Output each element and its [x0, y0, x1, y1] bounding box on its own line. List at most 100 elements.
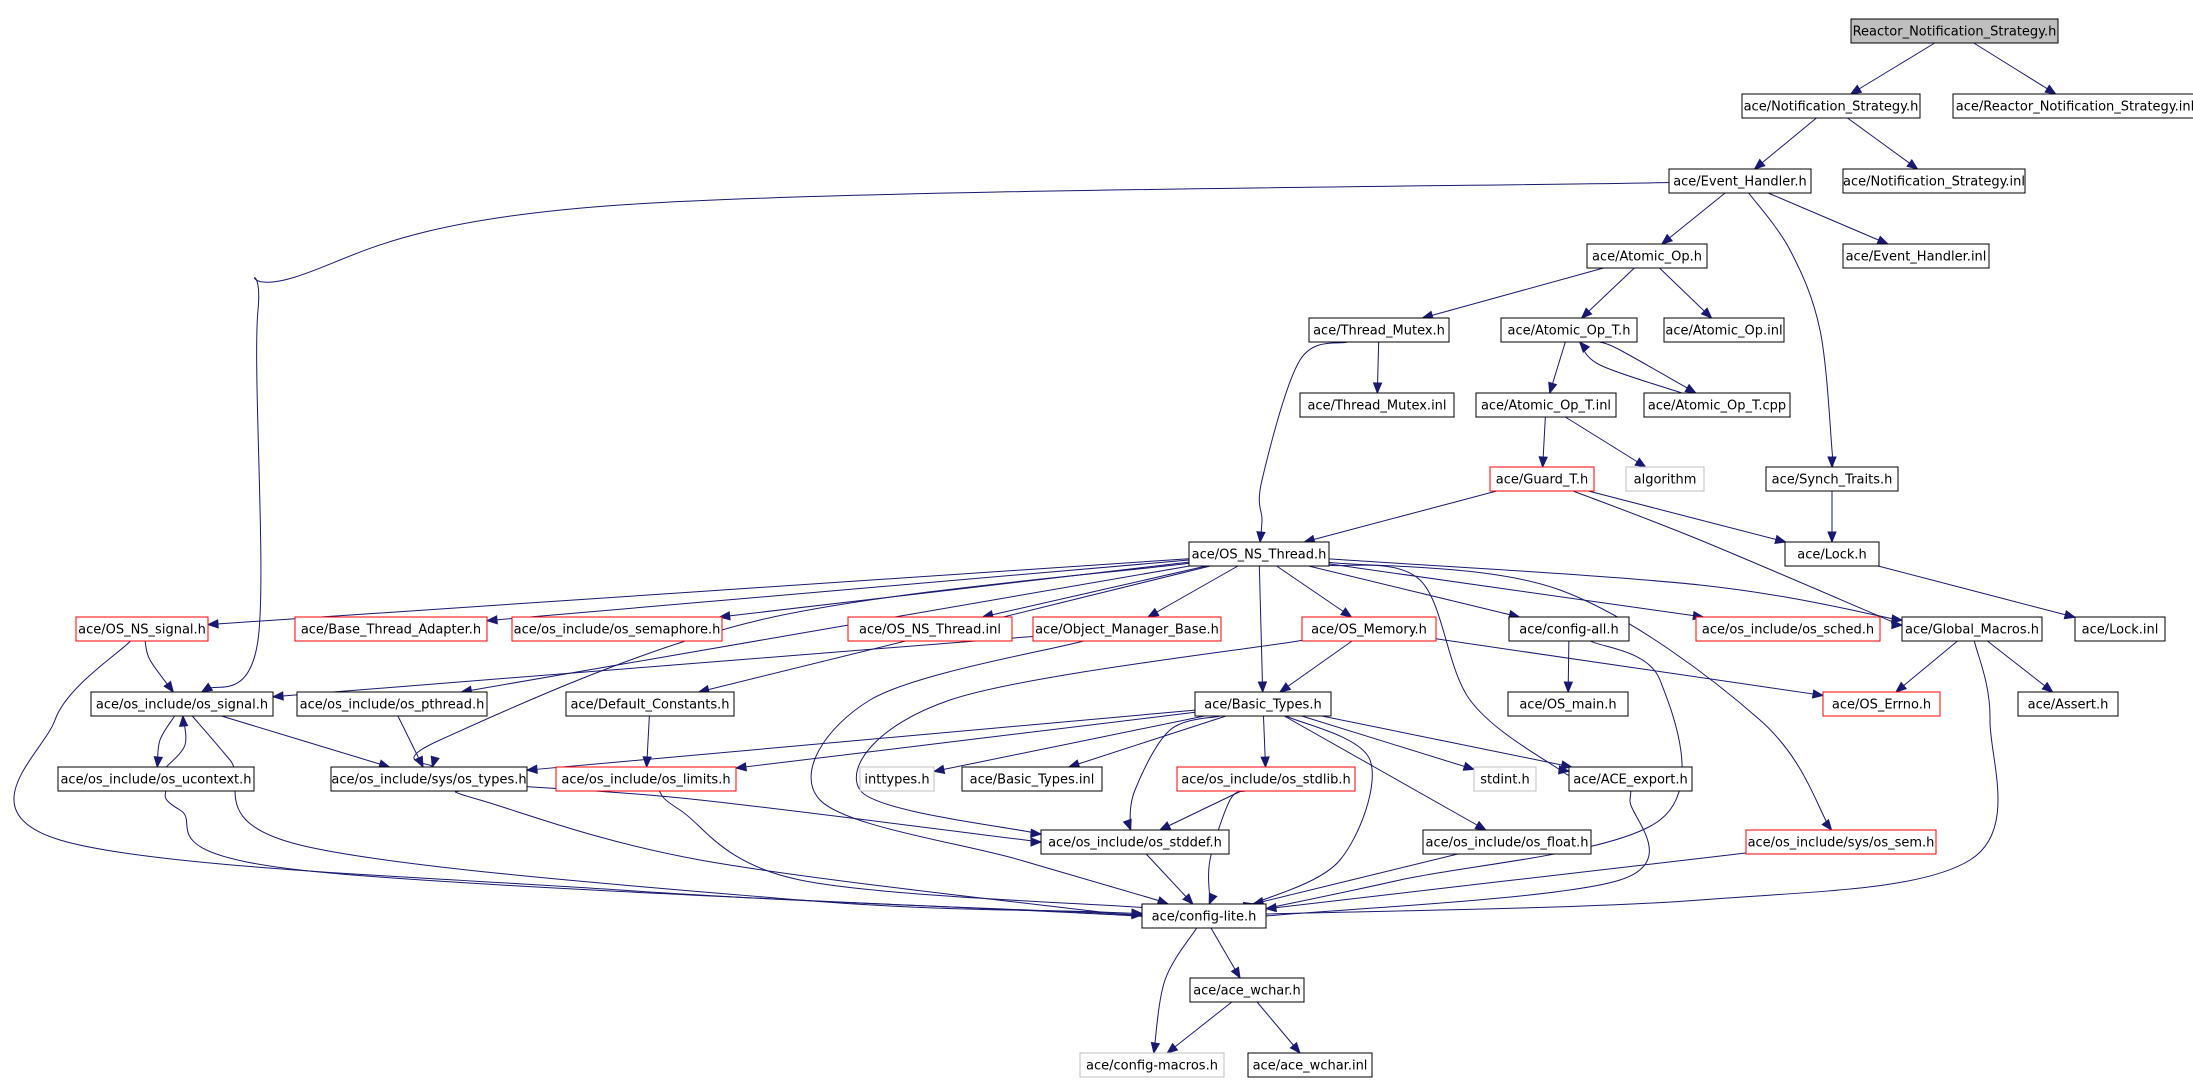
- dependency-edge: [1538, 416, 1548, 469]
- node-atomic-inl[interactable]: ace/Atomic_Op.inl: [1663, 317, 1785, 343]
- node-configall[interactable]: ace/config-all.h: [1508, 616, 1630, 642]
- node-basethread[interactable]: ace/Base_Thread_Adapter.h: [294, 616, 488, 642]
- node-evh-inl[interactable]: ace/Event_Handler.inl: [1842, 243, 1990, 269]
- dependency-edge: [221, 715, 391, 769]
- node-label: ace/OS_NS_signal.h: [78, 623, 206, 638]
- dependency-edge: [485, 559, 1190, 625]
- node-os-signal[interactable]: ace/os_include/os_signal.h: [90, 691, 274, 717]
- edge-line: [855, 639, 1303, 838]
- node-label: ace/Default_Constants.h: [570, 698, 729, 713]
- node-synch[interactable]: ace/Synch_Traits.h: [1765, 466, 1899, 492]
- node-ace-wchar[interactable]: ace/ace_wchar.h: [1189, 977, 1305, 1003]
- dependency-edge: [1659, 267, 1713, 319]
- dependency-edge: [1264, 852, 1747, 913]
- node-label: ace/Lock.inl: [2082, 623, 2159, 638]
- node-box: [1765, 466, 1899, 492]
- dependency-edge: [1827, 490, 1837, 544]
- node-os-sem[interactable]: ace/os_include/os_semaphore.h: [511, 616, 723, 642]
- node-box: [1194, 691, 1332, 717]
- node-assert[interactable]: ace/Assert.h: [2017, 691, 2119, 717]
- edge-line: [1258, 341, 1348, 543]
- edge-arrowhead: [1462, 761, 1476, 771]
- node-box: [1586, 243, 1708, 269]
- node-sys-types[interactable]: ace/os_include/sys/os_types.h: [330, 766, 528, 792]
- edge-arrowhead: [1578, 340, 1591, 354]
- edge-line: [1068, 715, 1227, 768]
- node-basictypes[interactable]: ace/Basic_Types.h: [1194, 691, 1332, 717]
- node-label: ace/OS_Errno.h: [1832, 698, 1931, 713]
- node-os-ucontext[interactable]: ace/os_include/os_ucontext.h: [57, 766, 255, 792]
- node-ace-wchar-inl[interactable]: ace/ace_wchar.inl: [1247, 1052, 1373, 1078]
- dependency-edge: [1166, 1001, 1233, 1054]
- dependency-edge: [932, 715, 1205, 774]
- node-box: [1741, 93, 1921, 119]
- node-root[interactable]: Reactor_Notification_Strategy.h: [1850, 18, 2059, 44]
- node-label: ace/os_include/os_sched.h: [1702, 623, 1874, 638]
- node-defconst[interactable]: ace/Default_Constants.h: [565, 691, 735, 717]
- node-lock-inl[interactable]: ace/Lock.inl: [2074, 616, 2166, 642]
- node-label: ace/ace_wchar.h: [1193, 984, 1301, 999]
- node-atomic[interactable]: ace/Atomic_Op.h: [1586, 243, 1708, 269]
- node-basictypes-inl[interactable]: ace/Basic_Types.inl: [961, 766, 1103, 792]
- node-rns-inl[interactable]: ace/Reactor_Notification_Strategy.inl: [1952, 93, 2193, 119]
- node-box: [1901, 616, 2043, 642]
- node-evh[interactable]: ace/Event_Handler.h: [1668, 168, 1812, 194]
- node-label: ace/os_include/os_signal.h: [96, 698, 268, 713]
- edge-arrowhead: [271, 691, 284, 701]
- node-notif-inl[interactable]: ace/Notification_Strategy.inl: [1842, 168, 2026, 194]
- edge-line: [1153, 927, 1198, 1054]
- node-objmgr[interactable]: ace/Object_Manager_Base.h: [1032, 616, 1222, 642]
- node-tmutex-inl[interactable]: ace/Thread_Mutex.inl: [1299, 392, 1455, 418]
- node-osmain[interactable]: ace/OS_main.h: [1507, 691, 1629, 717]
- node-algorithm[interactable]: algorithm: [1625, 466, 1705, 492]
- node-label: ace/Notification_Strategy.h: [1744, 100, 1919, 115]
- node-os-float[interactable]: ace/os_include/os_float.h: [1422, 829, 1592, 855]
- edge-arrowhead: [1827, 531, 1837, 544]
- node-sys-os-sem[interactable]: ace/os_include/sys/os_sem.h: [1745, 829, 1937, 855]
- dependency-edge: [144, 640, 175, 694]
- node-osmem[interactable]: ace/OS_Memory.h: [1301, 616, 1437, 642]
- dependency-edge: [1894, 640, 1958, 693]
- node-os-limits[interactable]: ace/os_include/os_limits.h: [555, 766, 737, 792]
- edge-arrowhead: [1774, 534, 1787, 544]
- dependency-edge: [1328, 558, 1916, 624]
- node-box: [1247, 1052, 1373, 1078]
- node-atomic-t[interactable]: ace/Atomic_Op_T.h: [1500, 317, 1638, 343]
- node-oserrno[interactable]: ace/OS_Errno.h: [1822, 691, 1941, 717]
- node-box: [1668, 168, 1812, 194]
- node-configmacros[interactable]: ace/config-macros.h: [1079, 1052, 1225, 1078]
- node-configlite[interactable]: ace/config-lite.h: [1141, 903, 1267, 929]
- dependency-edge: [1150, 927, 1198, 1055]
- dependency-edge: [1753, 117, 1817, 170]
- dependency-edge: [1767, 192, 1890, 245]
- node-label: ace/Guard_T.h: [1496, 473, 1588, 488]
- edge-arrowhead: [1278, 682, 1292, 693]
- node-stdint[interactable]: stdint.h: [1473, 766, 1537, 792]
- node-osnsthread-inl[interactable]: ace/OS_NS_Thread.inl: [847, 616, 1013, 642]
- dependency-edge: [1987, 640, 2054, 693]
- node-atomic-t-cpp[interactable]: ace/Atomic_Op_T.cpp: [1643, 392, 1791, 418]
- node-inttypes[interactable]: inttypes.h: [859, 766, 935, 792]
- node-os-pthread[interactable]: ace/os_include/os_pthread.h: [296, 691, 488, 717]
- node-label: ace/os_include/os_semaphore.h: [514, 623, 721, 638]
- node-os-sched[interactable]: ace/os_include/os_sched.h: [1695, 616, 1881, 642]
- node-ace-export[interactable]: ace/ACE_export.h: [1568, 766, 1693, 792]
- edge-arrowhead: [1890, 614, 1904, 624]
- node-tmutex[interactable]: ace/Thread_Mutex.h: [1308, 317, 1450, 343]
- node-osnsthread[interactable]: ace/OS_NS_Thread.h: [1188, 541, 1330, 567]
- node-notif[interactable]: ace/Notification_Strategy.h: [1741, 93, 1921, 119]
- node-lock[interactable]: ace/Lock.h: [1784, 541, 1880, 567]
- node-osnssignal[interactable]: ace/OS_NS_signal.h: [75, 616, 209, 642]
- node-box: [1508, 616, 1630, 642]
- node-box: [1568, 766, 1693, 792]
- node-box: [1842, 243, 1990, 269]
- node-globalmacros[interactable]: ace/Global_Macros.h: [1901, 616, 2043, 642]
- node-guard[interactable]: ace/Guard_T.h: [1489, 466, 1595, 492]
- node-atomic-t-inl[interactable]: ace/Atomic_Op_T.inl: [1475, 392, 1617, 418]
- edge-arrowhead: [1538, 456, 1548, 469]
- node-os-stdlib[interactable]: ace/os_include/os_stdlib.h: [1176, 766, 1356, 792]
- node-box: [555, 766, 737, 792]
- node-box: [75, 616, 209, 642]
- node-os-stddef[interactable]: ace/os_include/os_stddef.h: [1040, 829, 1230, 855]
- edge-arrowhead: [1372, 382, 1383, 395]
